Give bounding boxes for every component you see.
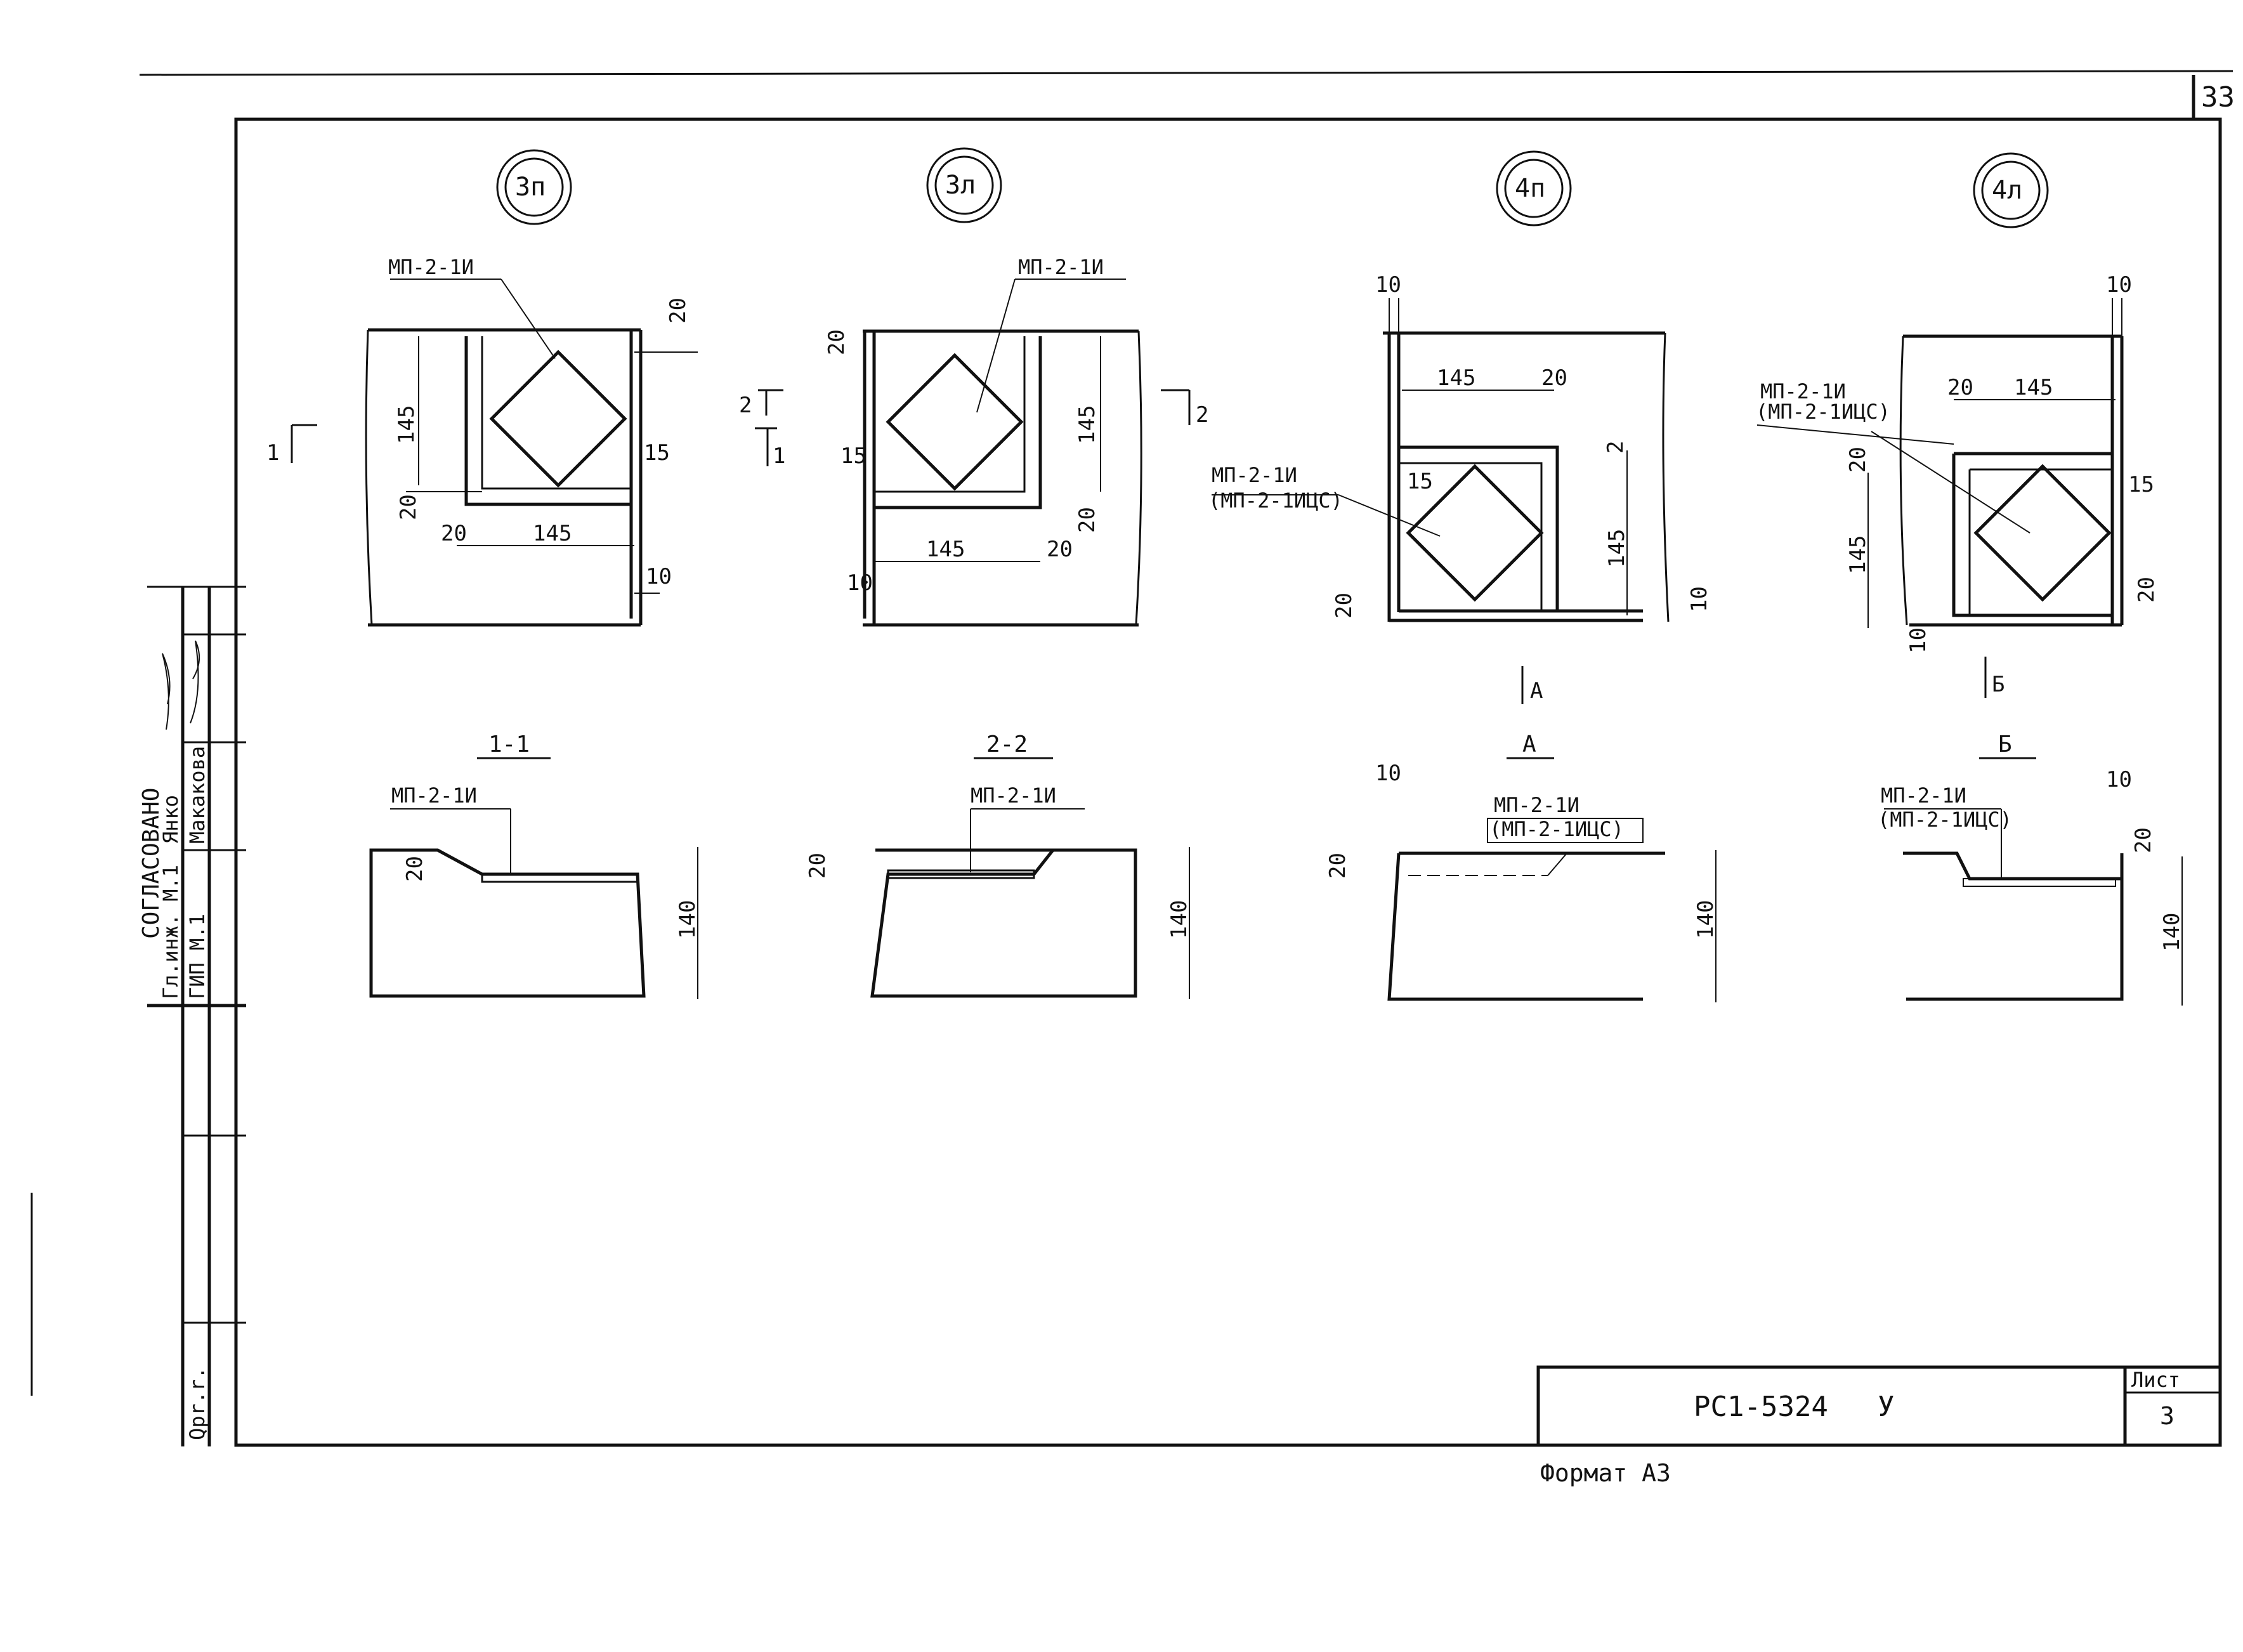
section-2-2: 2-2 МП-2-1И 140 20 <box>805 731 1192 999</box>
section-1-1-mark: МП-2-1И <box>391 783 477 808</box>
section-a-top: 10 <box>1375 761 1401 786</box>
section-2-2-h: 140 <box>1167 900 1192 939</box>
designation-suffix: У <box>1878 1391 1895 1423</box>
plan-4l-mark-alt: (МП-2-1ИЦС) <box>1756 400 1890 424</box>
plan-3l-mark: МП-2-1И <box>1018 255 1104 279</box>
plan-3p: 3п МП-2-1И 145 145 20 20 20 15 10 1 <box>266 149 698 627</box>
section-a-t: 20 <box>1325 853 1350 879</box>
plan-4p-dim-10a: 10 <box>1375 272 1401 298</box>
plan-3l-cut-2b: 2 <box>1196 402 1208 428</box>
plan-4l: 4л МП-2-1И (МП-2-1ИЦС) 145 20 145 20 20 … <box>1756 152 2159 698</box>
plan-4p-mark: МП-2-1И <box>1212 463 1297 487</box>
plan-4p-dim-2: 2 <box>1603 441 1628 454</box>
approval-bottom-note: Qpr.r. <box>185 1367 209 1440</box>
plan-4p-dim-20b: 20 <box>1331 593 1357 619</box>
plan-4p-dim-15: 15 <box>1407 469 1433 494</box>
plan-3l-dim-20a: 20 <box>1047 537 1073 562</box>
plan-3p-dim-145v: 145 <box>394 405 419 444</box>
drawing-designation: РС1-5324 <box>1694 1391 1828 1423</box>
approval-role-1: Гл.инж. М.1 <box>159 865 183 999</box>
plan-4l-dim-145v: 145 <box>1845 535 1871 574</box>
plan-3l-dim-145h: 145 <box>926 537 965 562</box>
plan-4l-dim-10b: 10 <box>1906 627 1931 653</box>
approval-name-1: Янко <box>159 795 183 844</box>
section-1-1-title: 1-1 <box>488 731 530 757</box>
plan-4l-dim-20c: 20 <box>2134 577 2159 603</box>
sheet-frame <box>30 70 2233 1447</box>
sheet-label: Лист <box>2131 1368 2180 1392</box>
plan-4l-dim-145h: 145 <box>2014 375 2053 400</box>
section-b-mark: МП-2-1И <box>1881 783 1966 808</box>
plan-3p-dim-20c: 20 <box>396 494 421 520</box>
plan-3l-dim-15: 15 <box>840 443 866 469</box>
plan-4p-dim-10b: 10 <box>1687 586 1712 612</box>
section-2-2-title: 2-2 <box>986 731 1028 757</box>
plan-4p-label: 4п <box>1515 174 1545 203</box>
plan-3l-label: 3л <box>945 171 976 200</box>
approval-name-2: Макакова <box>185 746 209 844</box>
plan-4p-cut-a: А <box>1530 678 1543 704</box>
plan-3p-dim-10: 10 <box>646 564 672 589</box>
plan-4l-mark: МП-2-1И <box>1760 379 1846 403</box>
plan-3p-label: 3п <box>515 173 546 202</box>
section-b-t: 20 <box>2131 827 2156 853</box>
section-a: А МП-2-1И (МП-2-1ИЦС) 140 20 10 <box>1325 731 1718 1002</box>
plan-4p-dim-145h: 145 <box>1437 365 1475 391</box>
plan-3p-mark: МП-2-1И <box>388 255 474 279</box>
plan-4l-dim-20b: 20 <box>1845 447 1871 473</box>
plan-3l-cut-2: 2 <box>739 393 752 418</box>
plan-4p-dim-20a: 20 <box>1541 365 1567 391</box>
section-b: Б МП-2-1И (МП-2-1ИЦС) 140 20 10 <box>1878 731 2185 1006</box>
plan-3p-cut-1: 1 <box>266 440 279 466</box>
section-b-top: 10 <box>2106 767 2132 792</box>
section-2-2-t: 20 <box>805 853 830 879</box>
section-1-1: 1-1 МП-2-1И 140 20 <box>369 731 700 999</box>
plan-4l-dim-20a: 20 <box>1947 375 1973 400</box>
approval-role-2: ГИП М.1 <box>185 914 209 999</box>
plan-3p-dim-20b: 20 <box>665 298 691 324</box>
plan-4p-dim-145v: 145 <box>1604 529 1630 568</box>
plan-3p-dim-145h: 145 <box>533 521 572 546</box>
plan-3l-dim-20b: 20 <box>824 329 849 355</box>
sheet-number: 3 <box>2160 1402 2174 1430</box>
plan-3l-dim-20c: 20 <box>1075 507 1100 533</box>
title-block: РС1-5324 У Лист 3 <box>1536 1365 2222 1447</box>
corner-sheet-number: 33 <box>2201 81 2235 114</box>
section-a-mark: МП-2-1И <box>1494 793 1579 817</box>
plan-4l-dim-15: 15 <box>2128 472 2154 497</box>
plan-4p-mark-alt: (МП-2-1ИЦС) <box>1208 488 1343 513</box>
section-b-title: Б <box>1998 731 2012 757</box>
format-label: Формат А3 <box>1540 1459 1671 1487</box>
plan-4p: 4п МП-2-1И (МП-2-1ИЦС) 145 20 145 20 10 … <box>1208 150 1712 704</box>
plan-4l-cut-b: Б <box>1992 672 2004 697</box>
plan-3l: 3л МП-2-1И 145 145 20 20 20 15 10 2 1 2 <box>739 147 1208 627</box>
plan-3l-cut-1: 1 <box>773 443 785 469</box>
plan-3p-dim-15: 15 <box>644 440 670 466</box>
plan-3l-dim-10: 10 <box>847 570 873 596</box>
section-a-title: А <box>1522 731 1536 757</box>
section-2-2-mark: МП-2-1И <box>971 783 1056 808</box>
plan-3l-dim-145v: 145 <box>1075 405 1100 444</box>
section-1-1-t: 20 <box>402 856 428 882</box>
plan-4l-label: 4л <box>1992 176 2022 205</box>
section-b-h: 140 <box>2159 913 2185 952</box>
section-b-mark-alt: (МП-2-1ИЦС) <box>1878 808 2012 832</box>
plan-4l-dim-10a: 10 <box>2106 272 2132 298</box>
section-a-h: 140 <box>1693 900 1718 939</box>
approval-title: СОГЛАСОВАНО <box>138 788 164 939</box>
approval-stamp: СОГЛАСОВАНО Гл.инж. М.1 Янко ГИП М.1 Мак… <box>138 586 246 1446</box>
plan-3p-dim-20a: 20 <box>441 521 467 546</box>
section-a-mark-alt: (МП-2-1ИЦС) <box>1489 817 1624 841</box>
section-1-1-h: 140 <box>675 900 700 939</box>
